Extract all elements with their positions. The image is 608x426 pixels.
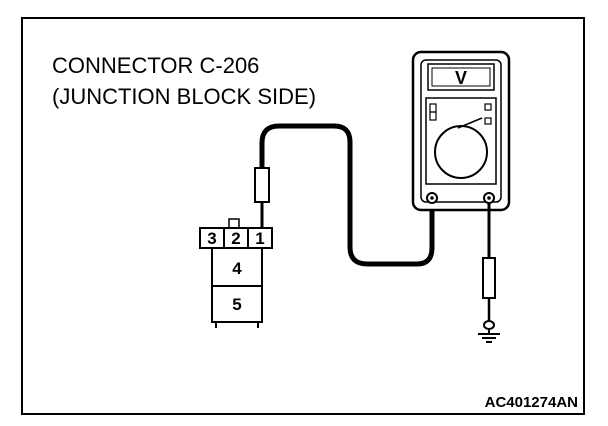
meter-mode-symbol: V [455, 68, 467, 88]
title-line-2: (JUNCTION BLOCK SIDE) [52, 84, 316, 109]
pin-label-1: 1 [255, 229, 264, 248]
ground-probe-icon [482, 257, 496, 330]
figure-code: AC401274AN [485, 394, 578, 411]
pin-label-2: 2 [231, 229, 240, 248]
figure-frame [21, 17, 585, 415]
voltmeter-icon: V [411, 50, 511, 212]
connector-c206: 3 2 1 4 5 [199, 218, 273, 328]
range-dial [434, 125, 488, 179]
ground-symbol-icon [478, 329, 500, 343]
test-lead-cable [259, 123, 435, 267]
pin-label-3: 3 [207, 229, 216, 248]
title-line-1: CONNECTOR C-206 [52, 53, 259, 78]
pin-label-5: 5 [232, 295, 241, 314]
test-probe-icon [254, 167, 270, 228]
pin-label-4: 4 [232, 259, 242, 278]
